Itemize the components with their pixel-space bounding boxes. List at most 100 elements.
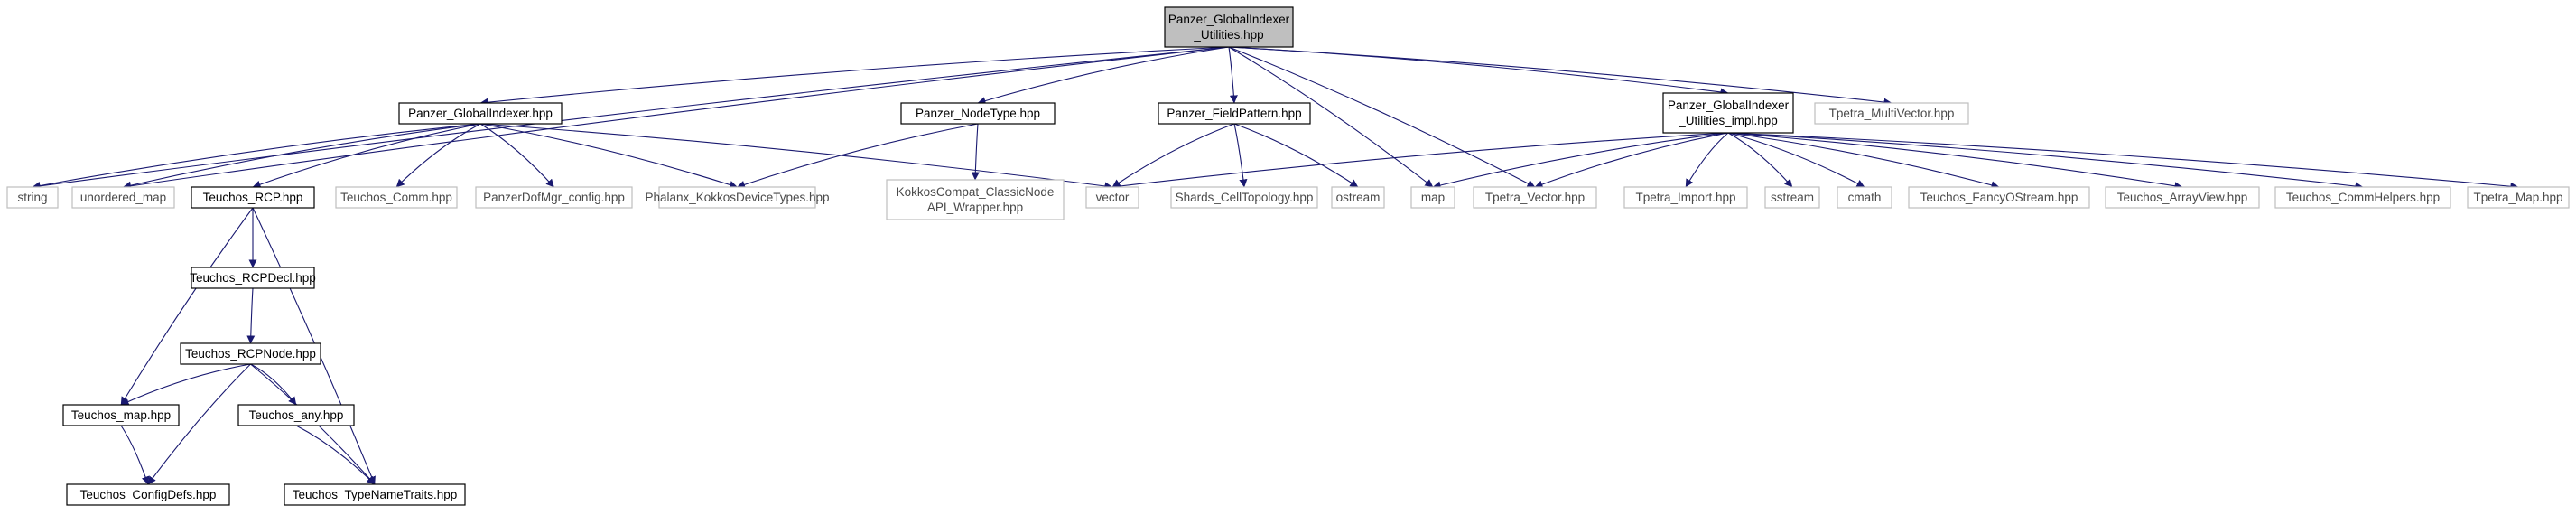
edge-fieldpattern-to-shards <box>1233 123 1248 188</box>
node-box <box>180 342 321 365</box>
edge-impl-to-fancy <box>1727 132 2000 190</box>
node-label: Tpetra_MultiVector.hpp <box>1829 107 1955 120</box>
edge-root-to-nodetype <box>977 46 1230 105</box>
node-label: Teuchos_Comm.hpp <box>340 191 452 204</box>
node-box <box>191 186 315 209</box>
edge-root-to-gi <box>479 46 1230 107</box>
edge-gi-to-vector <box>479 123 1113 191</box>
node-nodetype[interactable]: Panzer_NodeType.hpp <box>900 102 1056 125</box>
node-label: Teuchos_RCPDecl.hpp <box>190 271 316 285</box>
node-label: API_Wrapper.hpp <box>927 201 1023 214</box>
edge-any-to-typenametraits <box>295 425 376 485</box>
node-tmap: Tpetra_Map.hpp <box>2467 186 2570 209</box>
edges-layer <box>32 46 2519 485</box>
node-box <box>335 186 458 209</box>
node-box <box>1164 6 1294 48</box>
node-label: map <box>1421 191 1445 204</box>
node-tvector: Tpetra_Vector.hpp <box>1473 186 1597 209</box>
node-label: Teuchos_CommHelpers.hpp <box>2286 191 2440 204</box>
node-box <box>66 483 230 506</box>
node-box <box>237 404 355 426</box>
node-label: Panzer_GlobalIndexer <box>1668 98 1790 112</box>
node-label: Shards_CellTopology.hpp <box>1176 191 1314 204</box>
edge-root-to-fieldpattern <box>1228 46 1238 104</box>
node-label: Panzer_GlobalIndexer.hpp <box>408 107 553 120</box>
edge-rcp-to-tmaphpp <box>120 207 254 406</box>
nodes-layer: Panzer_GlobalIndexer_Utilities.hppPanzer… <box>6 6 2570 506</box>
node-box <box>475 186 633 209</box>
node-shards: Shards_CellTopology.hpp <box>1170 186 1318 209</box>
node-box <box>1158 102 1311 125</box>
node-label: unordered_map <box>80 191 166 204</box>
node-impl[interactable]: Panzer_GlobalIndexer _Utilities_impl.hpp <box>1662 92 1794 134</box>
node-box <box>658 186 816 209</box>
node-rcpdecl[interactable]: Teuchos_RCPDecl.hpp <box>190 267 316 289</box>
edge-gi-to-dofcfg <box>479 123 554 188</box>
edge-impl-to-sstream <box>1727 132 1793 188</box>
node-sstream: sstream <box>1764 186 1820 209</box>
edge-gi-to-phalanx <box>479 123 738 189</box>
node-box <box>1908 186 2090 209</box>
node-label: Tpetra_Map.hpp <box>2473 191 2562 204</box>
node-label: sstream <box>1771 191 1814 204</box>
node-box <box>1814 102 1969 125</box>
edge-fieldpattern-to-vector <box>1111 123 1235 188</box>
node-comm: Teuchos_Comm.hpp <box>335 186 458 209</box>
edge-impl-to-tmap <box>1727 132 2519 191</box>
node-box <box>900 102 1056 125</box>
node-label: Teuchos_RCPNode.hpp <box>185 347 316 361</box>
node-label: Panzer_NodeType.hpp <box>916 107 1040 120</box>
node-label: Panzer_FieldPattern.hpp <box>1167 107 1301 120</box>
node-label: ostream <box>1336 191 1381 204</box>
node-vector: vector <box>1085 186 1139 209</box>
edge-rcpnode-to-configdefs <box>147 363 251 485</box>
node-label: Teuchos_RCP.hpp <box>203 191 303 204</box>
node-label: vector <box>1096 191 1130 204</box>
node-box <box>284 483 466 506</box>
node-box <box>1837 186 1892 209</box>
node-any[interactable]: Teuchos_any.hpp <box>237 404 355 426</box>
node-multivector: Tpetra_MultiVector.hpp <box>1814 102 1969 125</box>
edge-rcp-to-typenametraits <box>252 207 376 485</box>
edge-root-to-tvector <box>1228 46 1536 188</box>
node-gi[interactable]: Panzer_GlobalIndexer.hpp <box>398 102 563 125</box>
edge-impl-to-timport <box>1685 132 1729 188</box>
node-box <box>1085 186 1139 209</box>
node-tmaphpp[interactable]: Teuchos_map.hpp <box>62 404 180 426</box>
node-rcp[interactable]: Teuchos_RCP.hpp <box>191 186 315 209</box>
node-label: KokkosCompat_ClassicNode <box>897 185 1055 199</box>
node-box <box>62 404 180 426</box>
node-label: _Utilities.hpp <box>1193 28 1263 42</box>
node-box <box>71 186 175 209</box>
node-rcpnode[interactable]: Teuchos_RCPNode.hpp <box>180 342 321 365</box>
node-box <box>6 186 59 209</box>
node-label: Tpetra_Import.hpp <box>1635 191 1735 204</box>
node-map: map <box>1410 186 1455 209</box>
node-label: string <box>17 191 47 204</box>
node-box <box>1623 186 1748 209</box>
node-box <box>398 102 563 125</box>
node-box <box>1331 186 1385 209</box>
node-label: Teuchos_FancyOStream.hpp <box>1920 191 2078 204</box>
node-fieldpattern[interactable]: Panzer_FieldPattern.hpp <box>1158 102 1311 125</box>
node-label: cmath <box>1848 191 1882 204</box>
node-box <box>886 179 1065 220</box>
node-umap: unordered_map <box>71 186 175 209</box>
node-box <box>1662 92 1794 134</box>
node-typenametraits[interactable]: Teuchos_TypeNameTraits.hpp <box>284 483 466 506</box>
node-arrayview: Teuchos_ArrayView.hpp <box>2105 186 2260 209</box>
node-label: Phalanx_KokkosDeviceTypes.hpp <box>645 191 829 204</box>
node-label: _Utilities_impl.hpp <box>1678 114 1778 127</box>
edge-root-to-impl <box>1228 46 1729 97</box>
edge-impl-to-map <box>1432 132 1729 190</box>
edge-impl-to-commhelpers <box>1727 132 2364 191</box>
node-commhelpers: Teuchos_CommHelpers.hpp <box>2274 186 2451 209</box>
node-fancy: Teuchos_FancyOStream.hpp <box>1908 186 2090 209</box>
node-configdefs[interactable]: Teuchos_ConfigDefs.hpp <box>66 483 230 506</box>
edge-fieldpattern-to-ostream <box>1233 123 1359 188</box>
edge-tmaphpp-to-configdefs <box>120 425 150 485</box>
edge-gi-to-umap <box>123 123 481 190</box>
node-label: Tpetra_Vector.hpp <box>1485 191 1585 204</box>
node-label: Panzer_GlobalIndexer <box>1168 13 1290 26</box>
node-root[interactable]: Panzer_GlobalIndexer _Utilities.hpp <box>1164 6 1294 48</box>
